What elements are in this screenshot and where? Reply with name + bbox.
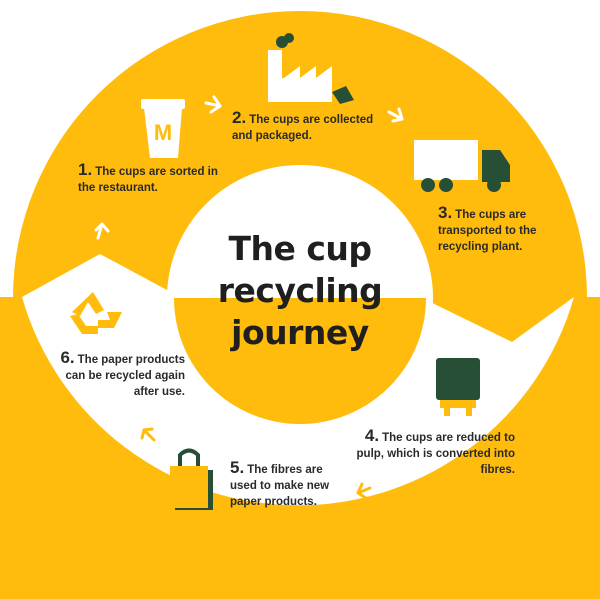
step-text: The fibres are used to make new paper pr… <box>230 464 330 508</box>
step-text: The cups are transported to the recyclin… <box>438 209 537 253</box>
step-text: The cups are collected and packaged. <box>232 114 374 142</box>
title-line-3: journey <box>231 313 369 352</box>
truck-icon <box>414 140 510 192</box>
step-3: 3.The cups are transported to the recycl… <box>438 203 568 255</box>
arrow-4-to-5 <box>356 482 372 500</box>
title-line-2: recycling <box>217 271 383 310</box>
arrow-5-to-6 <box>140 427 156 442</box>
pulper-machine-icon <box>436 358 480 416</box>
factory-icon <box>268 33 354 104</box>
diagram-title: The cup recycling journey <box>195 228 405 354</box>
arrow-2-to-3 <box>387 107 404 123</box>
arrow-1-to-2 <box>204 95 222 114</box>
step-2: 2.The cups are collected and packaged. <box>232 108 382 144</box>
step-text: The cups are reduced to pulp, which is c… <box>356 432 515 476</box>
step-6: 6.The paper products can be recycled aga… <box>40 348 185 400</box>
arrow-3-to-4 <box>495 294 511 312</box>
step-text: The paper products can be recycled again… <box>65 354 185 398</box>
step-number: 2. <box>232 108 247 127</box>
arrow-6-to-1 <box>94 222 110 240</box>
step-number: 1. <box>78 160 93 179</box>
step-number: 6. <box>60 348 75 367</box>
svg-text:M: M <box>154 120 172 145</box>
step-5: 5.The fibres are used to make new paper … <box>230 458 340 510</box>
coffee-cup-icon: M <box>141 99 185 158</box>
step-number: 4. <box>364 426 380 445</box>
step-number: 3. <box>438 203 453 222</box>
step-4: 4.The cups are reduced to pulp, which is… <box>355 426 515 478</box>
step-1: 1.The cups are sorted in the restaurant. <box>78 160 218 196</box>
step-number: 5. <box>230 458 245 477</box>
cycle-arrows-lower <box>140 294 511 500</box>
step-text: The cups are sorted in the restaurant. <box>78 166 218 194</box>
center-circle-lower <box>174 298 426 424</box>
recycle-icon <box>70 292 122 334</box>
title-line-1: The cup <box>228 229 372 268</box>
cycle-arrows <box>94 95 404 240</box>
paper-bag-icon <box>170 448 213 510</box>
